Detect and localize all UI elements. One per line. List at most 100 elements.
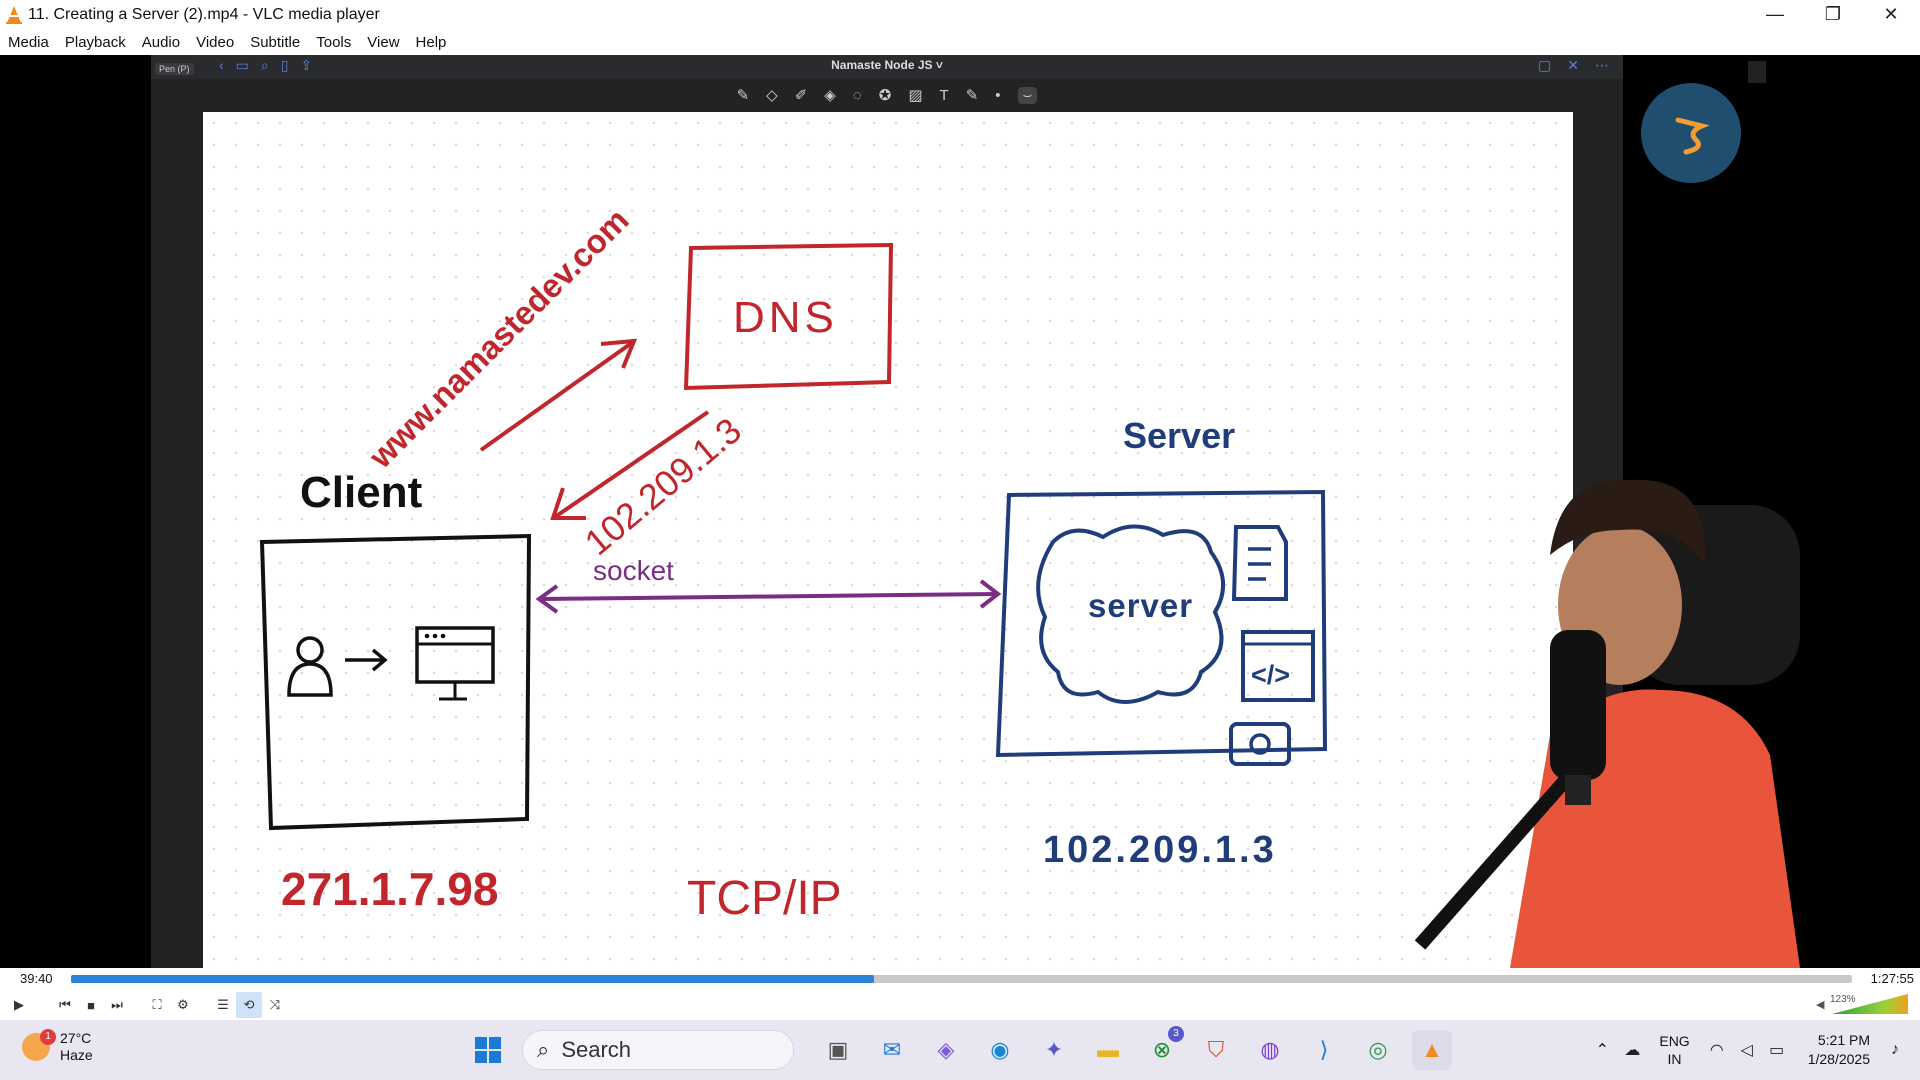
stop-icon[interactable]: ■	[87, 997, 95, 1013]
playlist-icon[interactable]: ☰	[217, 997, 229, 1012]
share-icon: ⇪	[300, 57, 313, 73]
language-indicator[interactable]: ENG IN	[1659, 1032, 1689, 1068]
whiteboard-drawing: DNS www.namastedev.com 102.209.1.3 Clien…	[259, 201, 1328, 925]
menu-subtitle[interactable]: Subtitle	[250, 33, 301, 51]
file-icon	[1231, 525, 1288, 601]
window-title: 11. Creating a Server (2).mp4 - VLC medi…	[28, 5, 380, 23]
obs-icon[interactable]: ◍	[1260, 1037, 1280, 1062]
task-view-icon[interactable]: ▣	[827, 1037, 849, 1062]
socket-label: socket	[593, 555, 674, 586]
chrome-icon[interactable]: ◎	[1368, 1037, 1388, 1062]
text-icon: T	[939, 86, 949, 104]
clock[interactable]: 5:21 PM 1/28/2025	[1808, 1031, 1870, 1069]
clock-date: 1/28/2025	[1807, 1051, 1870, 1067]
edge-icon[interactable]: ◉	[990, 1037, 1010, 1062]
minimize-button[interactable]: —	[1766, 4, 1784, 24]
lang-line2: IN	[1667, 1051, 1682, 1067]
menu-media[interactable]: Media	[8, 33, 49, 51]
menu-bar: Media Playback Audio Video Subtitle Tool…	[0, 29, 1920, 55]
fullscreen-icon[interactable]: ⛶	[152, 997, 162, 1012]
lang-line1: ENG	[1659, 1033, 1690, 1049]
dns-box	[683, 242, 894, 391]
server-heading: Server	[1123, 415, 1235, 456]
protocol-label: TCP/IP	[687, 872, 842, 925]
client-box	[259, 533, 532, 831]
weather-widget[interactable]: 1 27°C Haze	[22, 1029, 93, 1064]
wifi-icon[interactable]: ◠	[1709, 1042, 1724, 1059]
taskbar-search[interactable]: ⌕ Search	[522, 1030, 794, 1070]
server-cloud-label: server	[1088, 587, 1193, 624]
xbox-icon[interactable]: ⊗ 3	[1142, 1026, 1184, 1070]
database-icon	[1229, 722, 1291, 766]
volume-percent: 123%	[1830, 994, 1856, 1005]
channel-logo	[1641, 83, 1741, 183]
client-label: Client	[300, 468, 423, 517]
lasso-icon: ◌	[852, 86, 862, 104]
battery-icon[interactable]: ▭	[1769, 1042, 1785, 1059]
whiteboard-canvas: DNS www.namastedev.com 102.209.1.3 Clien…	[203, 112, 1573, 968]
vlc-taskbar-icon[interactable]: ▲	[1412, 1030, 1452, 1070]
chevron-up-icon[interactable]: ⌃	[1595, 1042, 1610, 1059]
menu-help[interactable]: Help	[415, 33, 447, 51]
video-surface[interactable]: Pen (P) ‹ ▭ ⌕ ▯ ⇪ Namaste Node JS ˅ ▢ ✕ …	[0, 55, 1920, 968]
namaste-logo-icon	[1675, 117, 1710, 155]
pen-toolbar: ✎ ◇ ✐ ◈ ◌ ✪ ▨ T ✎ • ⌣	[151, 79, 1623, 111]
code-icon	[1241, 630, 1315, 702]
mail-icon[interactable]: ✉	[882, 1037, 902, 1062]
shuffle-icon[interactable]: ⤨	[269, 997, 281, 1012]
dot-size-icon: •	[995, 86, 1001, 104]
menu-view[interactable]: View	[367, 33, 400, 51]
seek-row: 39:40 1:27:55	[0, 968, 1920, 990]
windows-logo-icon	[475, 1037, 501, 1063]
speaker-icon: ◀	[1816, 999, 1825, 1011]
menu-video[interactable]: Video	[196, 33, 235, 51]
onedrive-icon[interactable]: ☁	[1624, 1042, 1641, 1059]
bookmark-icon: ▯	[280, 57, 289, 73]
extended-settings-icon[interactable]: ⚙	[177, 997, 189, 1012]
restore-button[interactable]: ❐	[1824, 4, 1842, 24]
menu-tools[interactable]: Tools	[316, 33, 352, 51]
loop-icon[interactable]: ⟲	[236, 992, 262, 1018]
weather-sun-icon: 1	[22, 1029, 56, 1061]
brave-icon[interactable]: ⛉	[1207, 1037, 1225, 1062]
shapes-icon: ◈	[824, 87, 836, 104]
back-icon: ‹	[219, 57, 224, 73]
copilot-icon[interactable]: ◈	[937, 1037, 955, 1062]
next-icon[interactable]: ⏭	[111, 997, 123, 1012]
file-explorer-icon[interactable]: ▬	[1097, 1037, 1119, 1062]
video-corner-element	[1748, 61, 1766, 83]
system-tray: ⌃ ☁ ENG IN ◠ ◁ ▭ 5:21 PM 1/28/2025 ♪	[1587, 1020, 1920, 1080]
user-body-icon	[287, 662, 333, 697]
socket-arrow	[538, 592, 999, 601]
menu-playback[interactable]: Playback	[64, 33, 126, 51]
elapsed-time: 39:40	[20, 971, 53, 986]
close-button[interactable]: ✕	[1883, 4, 1899, 24]
seek-slider[interactable]	[71, 975, 1852, 983]
volume-slider[interactable]: ◀ 123%	[1814, 992, 1914, 1016]
request-arrow	[479, 340, 635, 452]
xbox-badge: 3	[1168, 1026, 1184, 1042]
windows-taskbar: 1 27°C Haze ⌕ Search ▣ ✉ ◈ ◉ ✦ ▬ ⊗ 3 ⛉ ◍…	[0, 1020, 1920, 1080]
start-button[interactable]	[468, 1030, 508, 1070]
domain-text: www.namastedev.com	[361, 201, 636, 476]
user-head-icon	[296, 636, 324, 664]
vscode-icon[interactable]: ⟩	[1319, 1037, 1329, 1062]
more-icon: ⋯	[1595, 57, 1609, 73]
playback-controls: ▶ ⏮ ■ ⏭ ⛶ ⚙ ☰ ⟲ ⤨ ◀ 123%	[0, 990, 1920, 1020]
sticker-icon: ✪	[878, 87, 892, 104]
previous-icon[interactable]: ⏮	[59, 997, 71, 1012]
response-arrowhead	[550, 487, 586, 520]
stroke-style-icon: ⌣	[1017, 86, 1038, 104]
search-label: Search	[561, 1037, 632, 1062]
sidebar-icon: ▭	[235, 57, 249, 73]
notification-bell-icon[interactable]: ♪	[1891, 1041, 1899, 1058]
request-arrowhead	[600, 338, 638, 369]
weather-temp: 27°C	[60, 1030, 92, 1046]
note-title: Namaste Node JS ˅	[831, 58, 943, 72]
volume-icon[interactable]: ◁	[1740, 1042, 1753, 1059]
menu-audio[interactable]: Audio	[141, 33, 181, 51]
play-button[interactable]: ▶	[14, 997, 24, 1012]
volume-control[interactable]: ◀ 123%	[1814, 992, 1914, 1016]
seek-progress	[71, 975, 875, 983]
teams-icon[interactable]: ✦	[1044, 1037, 1064, 1062]
